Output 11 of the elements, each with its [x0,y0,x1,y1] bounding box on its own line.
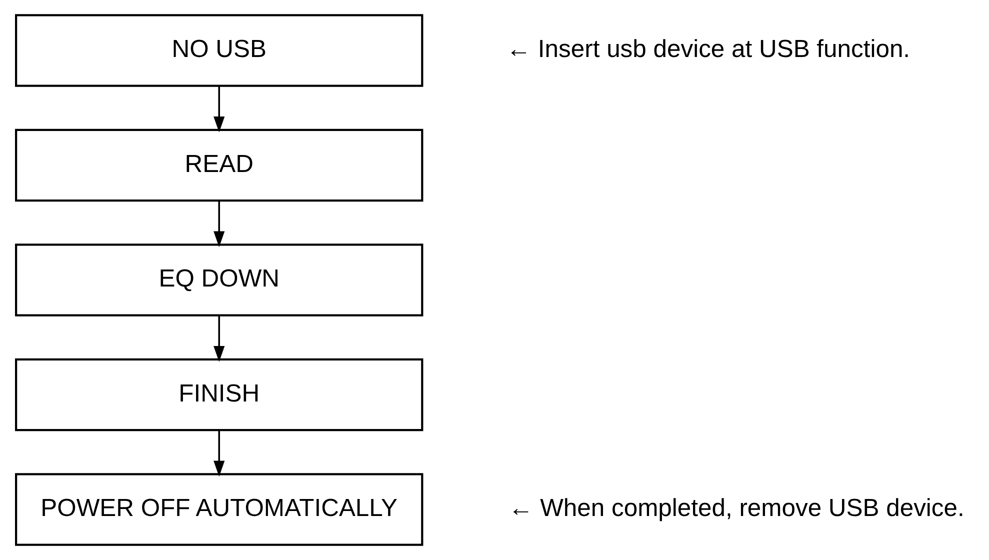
arrow [213,86,224,132]
node-box: EQ DOWN [14,244,423,316]
node-box: NO USB [14,14,423,87]
label: ← Insert usb device at USB function. [506,36,910,63]
node-box: FINISH [14,358,423,432]
node-label: ← When completed, remove USB device. [508,495,964,522]
node-box: POWER OFF AUTOMATICALLY [14,473,423,546]
arrow [213,200,224,248]
arrow [213,430,224,477]
node-box: READ [14,128,423,202]
arrow [213,316,224,362]
